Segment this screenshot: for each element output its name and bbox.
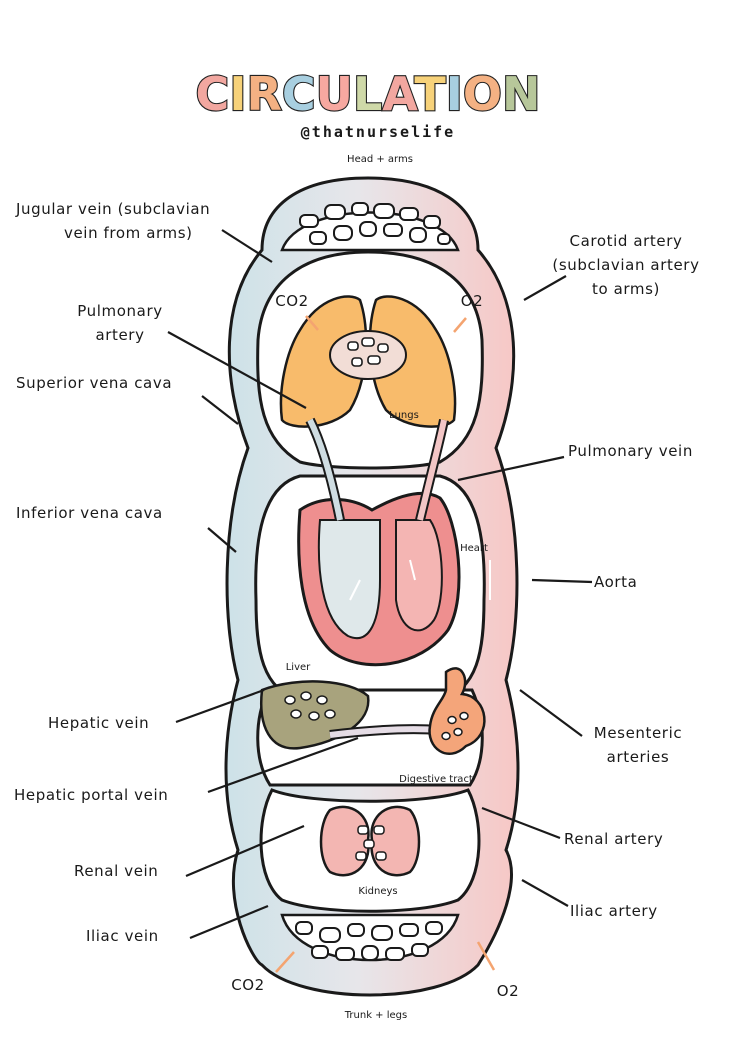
gas-arrows [275, 315, 496, 973]
left-kidney [319, 805, 370, 877]
title-letter: U [316, 67, 353, 121]
label-pulmonary-artery-line2: artery [95, 326, 144, 344]
capillary-bed-head [280, 202, 460, 252]
label-iliac-vein: Iliac vein [86, 927, 159, 945]
title-letter: C [196, 67, 230, 121]
title-letter: I [229, 67, 246, 121]
label-kidneys: Kidneys [358, 886, 397, 897]
label-head-arms: Head + arms [347, 154, 413, 165]
label-pulmonary-vein: Pulmonary vein [568, 442, 693, 460]
label-hepatic-portal-vein: Hepatic portal vein [14, 786, 168, 804]
digestive-tract [428, 667, 486, 755]
label-renal-vein: Renal vein [74, 862, 158, 880]
title-letter: C [282, 67, 316, 121]
label-jugular-line2: vein from arms) [64, 224, 193, 242]
capillary-bed-trunk [280, 913, 460, 962]
label-mesenteric-line2: arteries [607, 748, 670, 766]
label-carotid-line3: to arms) [592, 280, 660, 298]
label-o2-bottom: O2 [497, 982, 520, 1000]
title-letter: N [502, 67, 541, 121]
kidneys [319, 805, 421, 877]
left-ventricle [395, 519, 443, 632]
title-letter: R [246, 67, 281, 121]
label-mesenteric-line1: Mesenteric [594, 724, 682, 742]
left-lung [279, 295, 368, 428]
label-renal-artery: Renal artery [564, 830, 663, 848]
title-letter: I [446, 67, 463, 121]
author-handle: @thatnurselife [301, 123, 455, 141]
label-trunk-legs: Trunk + legs [344, 1010, 407, 1021]
label-co2-top: CO2 [275, 292, 309, 310]
label-superior-vena-cava: Superior vena cava [16, 374, 172, 392]
label-liver: Liver [286, 662, 311, 673]
label-hepatic-vein: Hepatic vein [48, 714, 149, 732]
label-heart: Heart [460, 543, 488, 554]
label-pulmonary-artery-line1: Pulmonary [77, 302, 162, 320]
label-o2-top: O2 [461, 292, 484, 310]
svg-text:CIRCULATION: CIRCULATION [196, 67, 541, 121]
right-ventricle [317, 519, 381, 639]
label-lungs: Lungs [389, 410, 419, 421]
title-letter: A [382, 67, 418, 121]
label-carotid-line2: (subclavian artery [552, 256, 699, 274]
label-jugular-line1: Jugular vein (subclavian [15, 200, 210, 218]
label-digestive: Digestive tract [399, 774, 473, 785]
title-letter: T [414, 67, 446, 121]
lungs [279, 295, 457, 428]
label-inferior-vena-cava: Inferior vena cava [16, 504, 163, 522]
label-co2-bottom: CO2 [231, 976, 265, 994]
right-kidney [370, 805, 421, 877]
title: CIRCULATION [194, 66, 541, 122]
right-lung [368, 295, 457, 428]
label-carotid-line1: Carotid artery [570, 232, 683, 250]
label-iliac-artery: Iliac artery [570, 902, 658, 920]
label-aorta: Aorta [594, 573, 637, 591]
title-letter: L [353, 67, 382, 121]
heart [297, 492, 461, 667]
title-letter: O [463, 67, 502, 121]
flow-arrows [267, 559, 491, 601]
leader-lines [167, 229, 593, 940]
